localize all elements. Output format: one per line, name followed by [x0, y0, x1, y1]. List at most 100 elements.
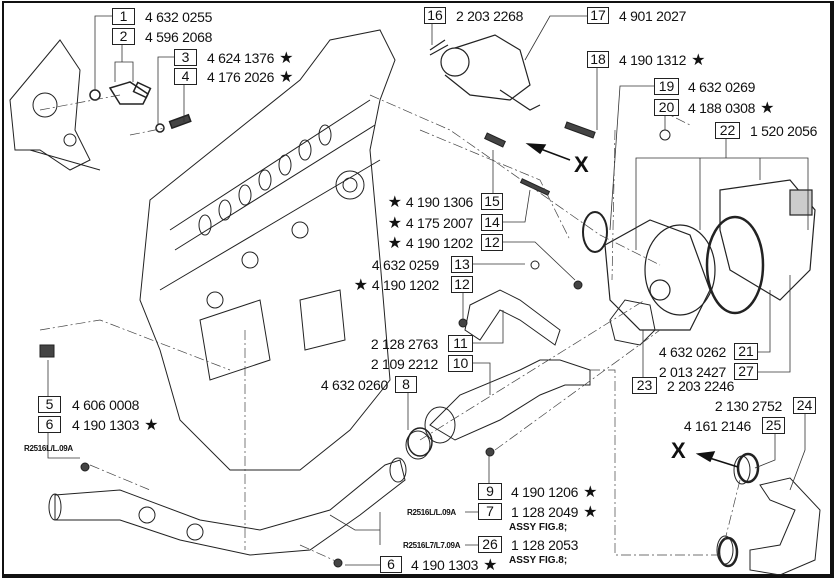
callout-11: 2 128 2763 11: [371, 335, 473, 352]
callout-22: 22 1 520 2056: [715, 122, 817, 139]
callout-26: 26 1 128 2053: [478, 536, 578, 553]
part-number: 4 190 1202: [371, 276, 439, 293]
part-number: 2 128 2763: [370, 335, 438, 352]
ref-box: 20: [654, 99, 679, 116]
callout-2: 2 4 596 2068: [112, 28, 212, 45]
engine-block: [139, 29, 396, 471]
callout-13: 4 632 0259 13: [372, 256, 473, 273]
pipe-11: [464, 289, 561, 346]
ref-box: 6: [380, 556, 402, 573]
part-number: 4 190 1206: [511, 483, 579, 500]
star-icon: ★: [387, 193, 402, 211]
part-number: 4 190 1202: [405, 234, 473, 251]
callout-3: 3 4 624 1376★: [174, 49, 294, 67]
leader-lines: [47, 15, 809, 566]
ref-box: 19: [654, 78, 679, 95]
ref-box: 7: [478, 503, 502, 520]
part-number: 2 013 2427: [658, 363, 726, 380]
callout-1: 1 4 632 0255: [112, 8, 212, 25]
callout-15: ★4 190 1306 15: [387, 193, 503, 211]
part-number: 4 190 1303: [411, 556, 479, 573]
part-number: 4 190 1306: [405, 193, 473, 210]
callout-17: 17 4 901 2027: [587, 7, 686, 24]
callout-27: 2 013 2427 27: [659, 363, 758, 380]
part-number: 4 596 2068: [145, 28, 213, 45]
ref-box: 3: [174, 49, 197, 66]
part-number: 4 901 2027: [619, 7, 687, 24]
ref-box: 26: [478, 536, 502, 553]
star-icon: ★: [691, 51, 706, 69]
ref-box: 17: [587, 7, 609, 24]
thermostat-housing: [429, 34, 541, 111]
star-icon: ★: [279, 49, 294, 67]
ref-box: 23: [632, 377, 657, 394]
part-number: 2 203 2268: [456, 7, 524, 24]
star-icon: ★: [353, 276, 368, 294]
ref-box: 2: [112, 28, 135, 45]
star-icon: ★: [583, 503, 598, 521]
ref-box: 12: [451, 276, 473, 293]
part-number: 4 632 0255: [145, 8, 213, 25]
star-icon: ★: [583, 483, 598, 501]
pipe-10: [405, 359, 591, 460]
callout-20: 20 4 188 0308★: [654, 99, 775, 117]
ref-box: 1: [112, 8, 135, 25]
ref-box: 21: [734, 343, 758, 360]
ref-box: 4: [174, 68, 197, 85]
center-lines: [39, 94, 741, 564]
star-icon: ★: [760, 99, 775, 117]
ref-box: 18: [587, 51, 609, 68]
sensor-bracket: [9, 39, 101, 171]
part-number: 4 188 0308: [688, 99, 756, 116]
ref-box: 6: [38, 416, 61, 433]
part-number: 4 632 0269: [688, 78, 756, 95]
ref-box: 27: [734, 363, 758, 380]
variant-note: R2516L7/L7.09A: [403, 541, 461, 550]
part-number: 4 632 0260: [320, 376, 388, 393]
ref-box: 13: [451, 256, 473, 273]
rings: [407, 427, 760, 568]
ref-box: 11: [448, 335, 473, 352]
part-number: 4 624 1376: [207, 49, 275, 66]
star-icon: ★: [279, 68, 294, 86]
callout-12b: ★4 190 1202 12: [353, 276, 473, 294]
ref-box: 8: [395, 376, 417, 393]
hose-24: [716, 455, 821, 576]
assy-note: ASSY FIG.8;: [509, 522, 568, 533]
bolts: [39, 121, 671, 568]
part-number: 2 109 2212: [370, 355, 438, 372]
part-number: 1 128 2049: [511, 503, 579, 520]
part-number: 2 203 2246: [667, 377, 735, 394]
part-number: 1 520 2056: [750, 122, 818, 139]
gasket: [609, 299, 656, 346]
lower-pipe: [48, 457, 407, 556]
part-number: 4 190 1303: [72, 416, 140, 433]
ref-box: 10: [448, 355, 473, 372]
ref-box: 12: [481, 234, 503, 251]
variant-note: R2516L/L.09A: [24, 444, 73, 453]
assy-note: ASSY FIG.8;: [509, 555, 568, 566]
view-marker-x: X: [671, 438, 686, 463]
star-icon: ★: [387, 214, 402, 232]
callout-23: 23 2 203 2246: [632, 377, 734, 394]
ref-box: 15: [481, 193, 503, 210]
ref-box: 22: [715, 122, 740, 139]
star-icon: ★: [144, 416, 159, 434]
callout-8: 4 632 0260 8: [321, 376, 417, 393]
part-number: 1 128 2053: [511, 536, 579, 553]
water-pump: [582, 179, 816, 331]
part-number: 4 632 0259: [371, 256, 439, 273]
view-marker-x: X: [574, 152, 589, 177]
callout-7: 7 1 128 2049★: [478, 503, 598, 521]
variant-note: R2516L/L.09A: [407, 508, 456, 517]
sensor-assembly: [89, 81, 192, 133]
